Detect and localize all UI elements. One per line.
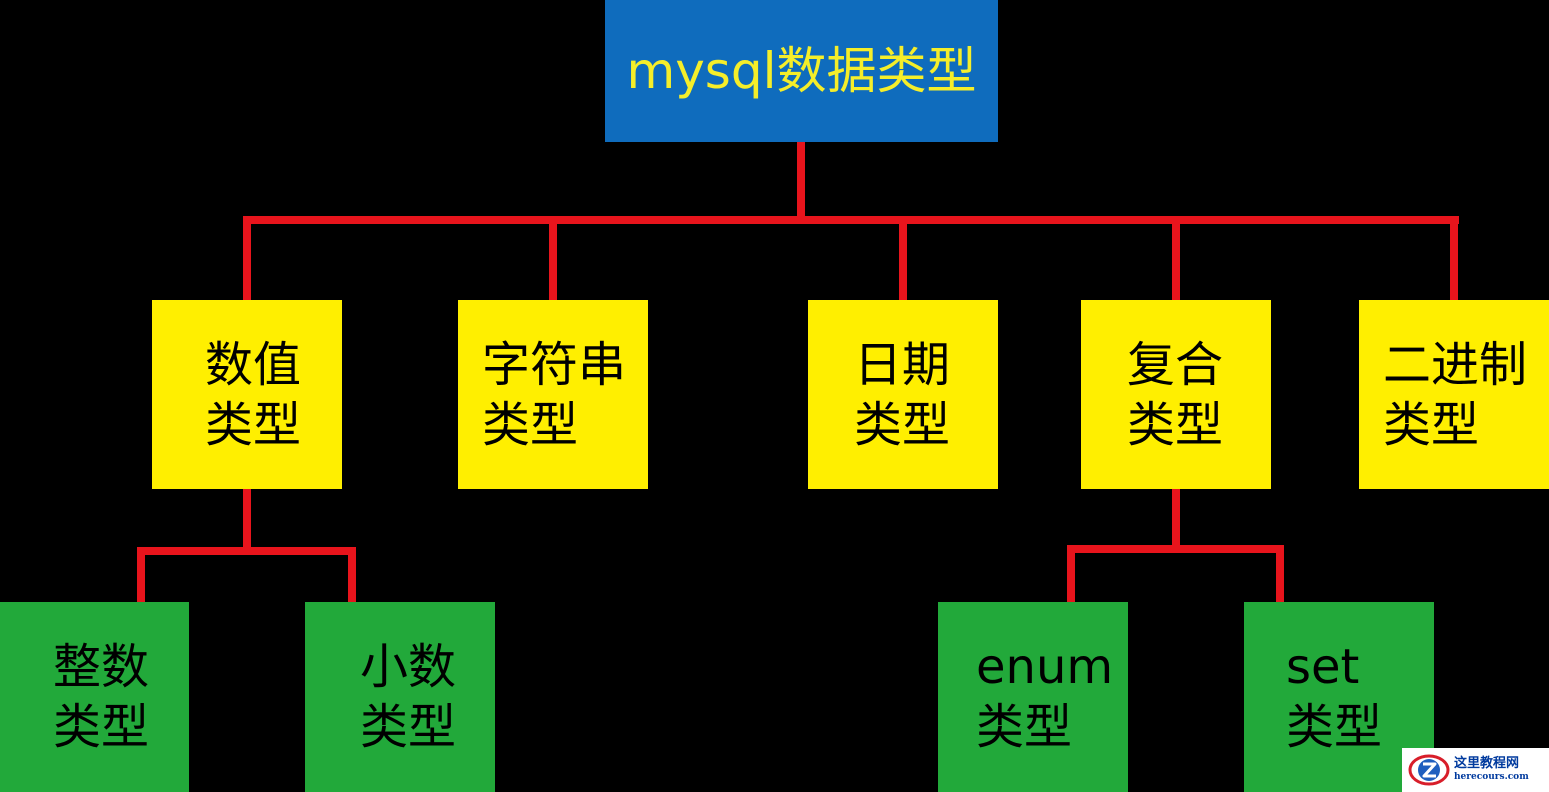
connector-root-stem bbox=[797, 142, 805, 220]
category-string-line1: 字符串 bbox=[482, 336, 627, 393]
category-numeric-line2: 类型 bbox=[205, 396, 302, 453]
connector-drop-binary bbox=[1450, 216, 1458, 300]
watermark-url: herecours.com bbox=[1454, 772, 1529, 783]
root-label: mysql数据类型 bbox=[626, 41, 977, 100]
category-date-line2: 类型 bbox=[854, 396, 951, 453]
category-numeric-line1: 数值 bbox=[205, 336, 302, 393]
connector-numeric-stem bbox=[243, 489, 251, 551]
leaf-integer: 整数 类型 bbox=[0, 602, 189, 792]
connector-drop-set bbox=[1276, 545, 1284, 602]
connector-drop-enum bbox=[1067, 545, 1075, 602]
leaf-set: set 类型 bbox=[1244, 602, 1434, 792]
connector-composite-bar bbox=[1067, 545, 1284, 553]
category-string: 字符串 类型 bbox=[458, 300, 648, 489]
leaf-integer-line1: 整数 bbox=[53, 639, 150, 695]
leaf-decimal: 小数 类型 bbox=[305, 602, 495, 792]
leaf-integer-line2: 类型 bbox=[53, 699, 150, 755]
leaf-enum: enum 类型 bbox=[938, 602, 1128, 792]
connector-drop-integer bbox=[137, 547, 145, 602]
connector-drop-decimal bbox=[348, 547, 356, 602]
connector-numeric-bar bbox=[137, 547, 356, 555]
connector-drop-string bbox=[549, 216, 557, 300]
watermark-logo: 这里教程网 herecours.com bbox=[1402, 748, 1549, 792]
category-binary-line2: 类型 bbox=[1383, 396, 1480, 453]
connector-main-bar bbox=[243, 216, 1459, 224]
connector-drop-date bbox=[899, 216, 907, 300]
leaf-set-line1: set bbox=[1286, 639, 1360, 695]
category-date-line1: 日期 bbox=[854, 336, 951, 393]
category-binary-line1: 二进制 bbox=[1383, 336, 1528, 393]
category-composite-line1: 复合 bbox=[1127, 336, 1224, 393]
leaf-enum-line1: enum bbox=[976, 639, 1114, 695]
leaf-decimal-line1: 小数 bbox=[360, 639, 457, 695]
category-binary: 二进制 类型 bbox=[1359, 300, 1549, 489]
leaf-set-line2: 类型 bbox=[1286, 699, 1383, 755]
leaf-decimal-line2: 类型 bbox=[360, 699, 457, 755]
category-date: 日期 类型 bbox=[808, 300, 998, 489]
watermark-z-icon bbox=[1408, 754, 1450, 786]
category-string-line2: 类型 bbox=[482, 396, 579, 453]
leaf-enum-line2: 类型 bbox=[976, 699, 1073, 755]
root-node: mysql数据类型 bbox=[605, 0, 998, 142]
connector-drop-numeric bbox=[243, 216, 251, 300]
watermark-title: 这里教程网 bbox=[1454, 756, 1520, 772]
connector-composite-stem bbox=[1172, 489, 1180, 549]
connector-drop-composite bbox=[1172, 216, 1180, 300]
category-composite: 复合 类型 bbox=[1081, 300, 1271, 489]
category-composite-line2: 类型 bbox=[1127, 396, 1224, 453]
category-numeric: 数值 类型 bbox=[152, 300, 342, 489]
